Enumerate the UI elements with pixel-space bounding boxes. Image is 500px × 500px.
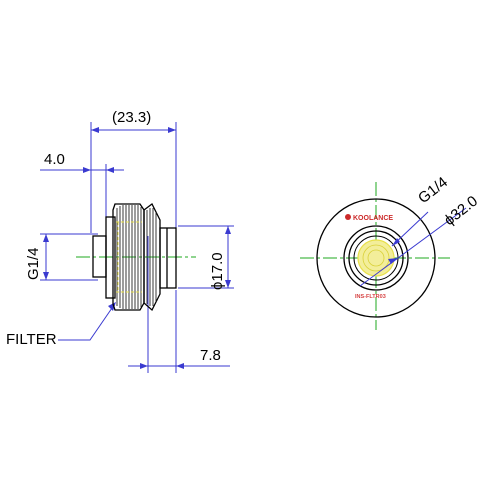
side-dimension-lines [40,127,231,369]
outer-circle [316,198,436,318]
fitting-body-side [92,203,177,312]
side-extension-lines [40,122,234,373]
brand-name: KOOLANCE [353,215,393,222]
side-view: (23.3) 4.0 G1/4 ϕ17.0 7.8 FILTER [6,109,234,373]
bore-outer-circle [343,225,409,291]
body-diameter-label: ϕ17.0 [209,252,226,290]
part-code: INS-FLTR03 [355,294,386,300]
filter-mesh-front [357,239,395,277]
brand-logo-icon [345,214,351,220]
filter-offset-label: 4.0 [44,151,65,168]
filter-mesh-hidden [116,221,142,293]
brand-mark: KOOLANCE INS-FLTR03 [345,214,393,300]
filter-label: FILTER [6,331,57,348]
thread-side-label: G1/4 [25,247,42,280]
overall-length-label: (23.3) [112,109,151,126]
bore-inner-circle [348,230,404,286]
tail-length-label: 7.8 [200,347,221,364]
front-dimension-lines [359,207,467,287]
